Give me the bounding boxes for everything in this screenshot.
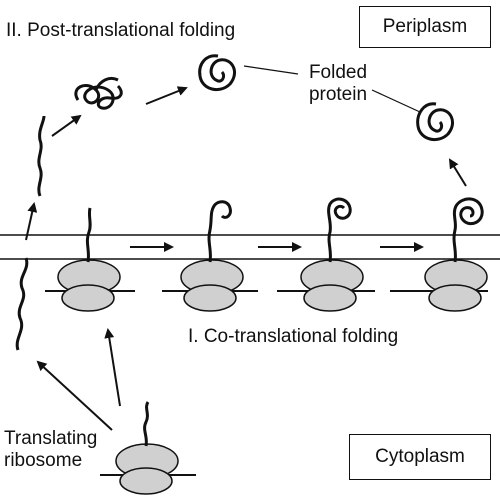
folded-protein-1	[198, 54, 236, 92]
folded-protein-line2: protein	[308, 84, 368, 105]
arrow-to-tangle	[51, 114, 82, 137]
unfolded-chain-cytoplasm	[15, 257, 29, 351]
cytoplasm-box: Cytoplasm	[349, 434, 491, 480]
leader-line-left	[243, 65, 299, 75]
arrow-to-folded-1	[145, 86, 188, 105]
periplasm-box: Periplasm	[359, 6, 491, 48]
nascent-chain-3	[327, 197, 352, 263]
nascent-chain-1	[85, 207, 92, 263]
arrow-to-co	[104, 328, 121, 407]
folded-protein-line1: Folded	[308, 62, 368, 83]
unfolded-chain-periplasm	[37, 115, 46, 197]
nascent-chain-4	[452, 197, 484, 263]
folded-protein-2	[416, 102, 454, 142]
ribosome-1	[45, 207, 135, 312]
ribosome-3	[277, 197, 375, 312]
translating-line1: Translating	[4, 428, 98, 449]
leader-line-right	[371, 89, 421, 113]
post-translational-title: II. Post-translational folding	[6, 20, 236, 41]
nascent-chain-5	[143, 401, 150, 447]
tangled-intermediate	[74, 76, 123, 110]
ribosome-4	[390, 197, 488, 312]
folded-protein-label: Folded protein	[300, 62, 376, 106]
translating-ribosome-label: Translating ribosome	[4, 428, 97, 472]
ribosome-translating	[100, 401, 196, 495]
translating-line2: ribosome	[4, 450, 83, 471]
nascent-chain-2	[207, 200, 232, 263]
arrow-to-post	[36, 360, 113, 431]
arrow-to-folded-2	[448, 158, 467, 187]
co-translational-title: I. Co-translational folding	[188, 326, 399, 347]
arrow-up-membrane	[25, 202, 38, 241]
ribosome-2	[162, 200, 258, 312]
